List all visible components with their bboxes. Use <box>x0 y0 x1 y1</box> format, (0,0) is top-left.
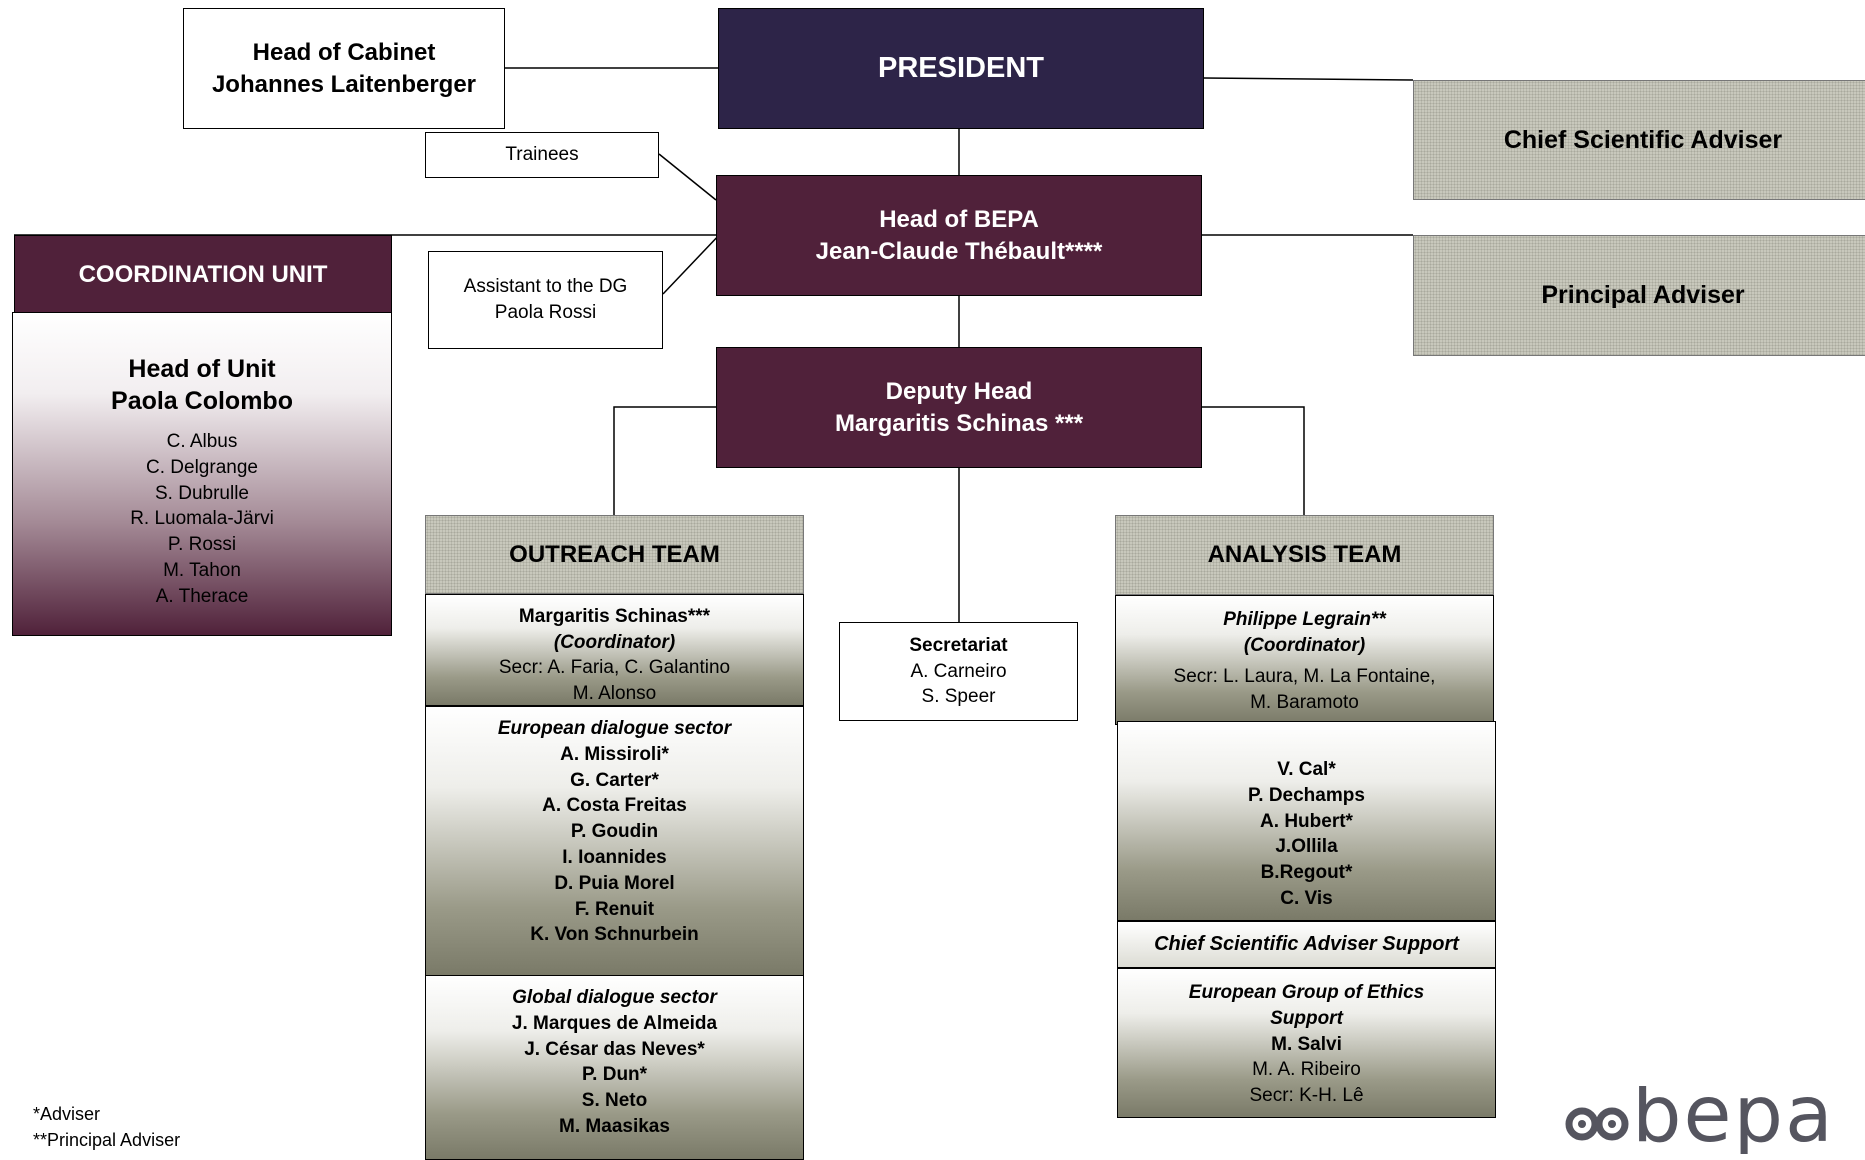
coordination-unit-member: C. Albus <box>166 431 238 452</box>
trainees-box: Trainees <box>425 132 659 178</box>
coordination-unit-body: Head of Unit Paola Colombo C. Albus C. D… <box>12 312 392 636</box>
analysis-member: V. Cal* <box>1277 759 1336 780</box>
outreach-secretaries: Secr: A. Faria, C. Galantino <box>498 657 731 678</box>
analysis-secretaries-line1: Secr: L. Laura, M. La Fontaine, <box>1173 666 1436 687</box>
ethics-title-line1: European Group of Ethics <box>1188 982 1425 1003</box>
european-dialogue-sector-title: European dialogue sector <box>497 718 732 739</box>
european-sector-member: P. Goudin <box>570 821 659 843</box>
european-sector-member: A. Missiroli* <box>560 743 669 765</box>
deputy-head-name: Margaritis Schinas *** <box>834 409 1084 437</box>
deputy-outreach-connector <box>613 406 716 515</box>
outreach-coordinator-name: Margaritis Schinas*** <box>518 606 711 627</box>
ethics-secretary: Secr: K-H. Lê <box>1249 1085 1364 1107</box>
bepa-logo-text: bepa <box>1632 1086 1835 1154</box>
assistant-connector <box>662 231 723 295</box>
deputy-head-title: Deputy Head <box>885 377 1033 405</box>
principal-adviser-title: Principal Adviser <box>1541 281 1745 309</box>
head-of-bepa-title: Head of BEPA <box>879 205 1039 233</box>
coordination-unit-member: P. Rossi <box>167 534 237 556</box>
ethics-lead: M. Salvi <box>1271 1033 1342 1055</box>
secretariat-member: S. Speer <box>921 686 996 708</box>
secretariat-title: Secretariat <box>909 635 1008 657</box>
analysis-member: A. Hubert* <box>1260 810 1353 832</box>
analysis-member: J.Ollila <box>1275 836 1338 858</box>
global-sector-member: M. Maasikas <box>559 1115 670 1137</box>
head-of-bepa-name: Jean-Claude Thébault**** <box>815 237 1103 265</box>
chief-scientific-adviser-box: Chief Scientific Adviser <box>1413 80 1865 200</box>
coordination-unit-head-label: Head of Unit <box>128 355 276 383</box>
global-sector-member: J. Marques de Almeida <box>511 1012 718 1034</box>
outreach-extra-member: M. Alonso <box>572 682 657 704</box>
head-of-cabinet-name: Johannes Laitenberger <box>211 70 477 98</box>
analysis-coordinator-role: (Coordinator) <box>1243 634 1366 656</box>
analysis-team-title: ANALYSIS TEAM <box>1207 541 1402 568</box>
global-sector-member: S. Neto <box>581 1090 648 1112</box>
head-of-cabinet-box: Head of Cabinet Johannes Laitenberger <box>183 8 505 129</box>
ethics-member: M. A. Ribeiro <box>1252 1059 1361 1081</box>
principal-adviser-box: Principal Adviser <box>1413 235 1865 356</box>
csa-support-box: Chief Scientific Adviser Support <box>1117 921 1496 968</box>
european-sector-member: D. Puia Morel <box>554 872 675 894</box>
footnote-legend: *Adviser **Principal Adviser <box>33 1102 180 1153</box>
secretariat-box: Secretariat A. Carneiro S. Speer <box>839 622 1078 721</box>
analysis-coordinator-box: Philippe Legrain** (Coordinator) Secr: L… <box>1115 595 1494 725</box>
trainees-connector <box>658 153 717 201</box>
analysis-team-header: ANALYSIS TEAM <box>1115 515 1494 595</box>
analysis-member: C. Vis <box>1280 887 1333 909</box>
deputy-head-box: Deputy Head Margaritis Schinas *** <box>716 347 1202 468</box>
coordination-unit-title: COORDINATION UNIT <box>78 260 328 288</box>
assistant-name: Paola Rossi <box>494 302 597 323</box>
secretariat-member: A. Carneiro <box>910 660 1007 682</box>
csa-connector <box>1203 77 1414 81</box>
president-box: PRESIDENT <box>718 8 1204 129</box>
european-dialogue-sector-box: European dialogue sector A. Missiroli* G… <box>425 706 804 976</box>
csa-support-title: Chief Scientific Adviser Support <box>1154 933 1459 955</box>
legend-principal-adviser: **Principal Adviser <box>33 1129 181 1150</box>
head-of-cabinet-title: Head of Cabinet <box>252 38 436 66</box>
president-title: PRESIDENT <box>878 52 1044 84</box>
analysis-coordinator-name: Philippe Legrain** <box>1223 609 1386 630</box>
assistant-box: Assistant to the DG Paola Rossi <box>428 251 663 349</box>
bepa-logo: bepa <box>1560 1086 1865 1154</box>
coordination-unit-member: S. Dubrulle <box>155 482 249 504</box>
coordination-unit-head-name: Paola Colombo <box>111 387 293 415</box>
outreach-coordinator-role: (Coordinator) <box>553 631 676 653</box>
analysis-member: B.Regout* <box>1260 862 1353 884</box>
analysis-members-box: V. Cal* P. Dechamps A. Hubert* J.Ollila … <box>1117 721 1496 921</box>
coordination-unit-member: M. Tahon <box>163 559 241 581</box>
coordination-unit-members: C. Albus C. Delgrange S. Dubrulle R. Luo… <box>13 429 391 610</box>
european-sector-member: G. Carter* <box>570 769 659 791</box>
head-of-bepa-box: Head of BEPA Jean-Claude Thébault**** <box>716 175 1202 296</box>
european-sector-member: A. Costa Freitas <box>542 795 687 817</box>
ethics-title-line2: Support <box>1270 1007 1343 1029</box>
bepa-logo-mark <box>1565 1107 1629 1141</box>
coordination-unit-member: A. Therace <box>155 585 249 607</box>
ethics-support-box: European Group of Ethics Support M. Salv… <box>1117 968 1496 1118</box>
outreach-coordinator-box: Margaritis Schinas*** (Coordinator) Secr… <box>425 594 804 706</box>
analysis-secretaries-line2: M. Baramoto <box>1250 691 1359 713</box>
coordination-unit-member: R. Luomala-Järvi <box>130 508 274 530</box>
assistant-title: Assistant to the DG <box>463 276 628 297</box>
legend-adviser: *Adviser <box>33 1104 101 1124</box>
trainees-label: Trainees <box>505 144 579 165</box>
global-dialogue-sector-box: Global dialogue sector J. Marques de Alm… <box>425 975 804 1160</box>
global-sector-member: J. César das Neves* <box>524 1038 705 1060</box>
coordination-unit-member: C. Delgrange <box>146 456 258 478</box>
european-sector-member: K. Von Schnurbein <box>530 924 699 946</box>
analysis-member: P. Dechamps <box>1248 784 1365 806</box>
global-dialogue-sector-title: Global dialogue sector <box>512 987 717 1008</box>
outreach-team-title: OUTREACH TEAM <box>509 540 720 568</box>
chief-scientific-adviser-title: Chief Scientific Adviser <box>1503 125 1783 154</box>
deputy-analysis-connector <box>1202 406 1305 515</box>
coordination-unit-header: COORDINATION UNIT <box>14 235 392 314</box>
european-sector-member: F. Renuit <box>574 898 655 920</box>
outreach-team-header: OUTREACH TEAM <box>425 515 804 594</box>
global-sector-member: P. Dun* <box>581 1064 648 1086</box>
european-sector-member: I. Ioannides <box>562 846 667 868</box>
